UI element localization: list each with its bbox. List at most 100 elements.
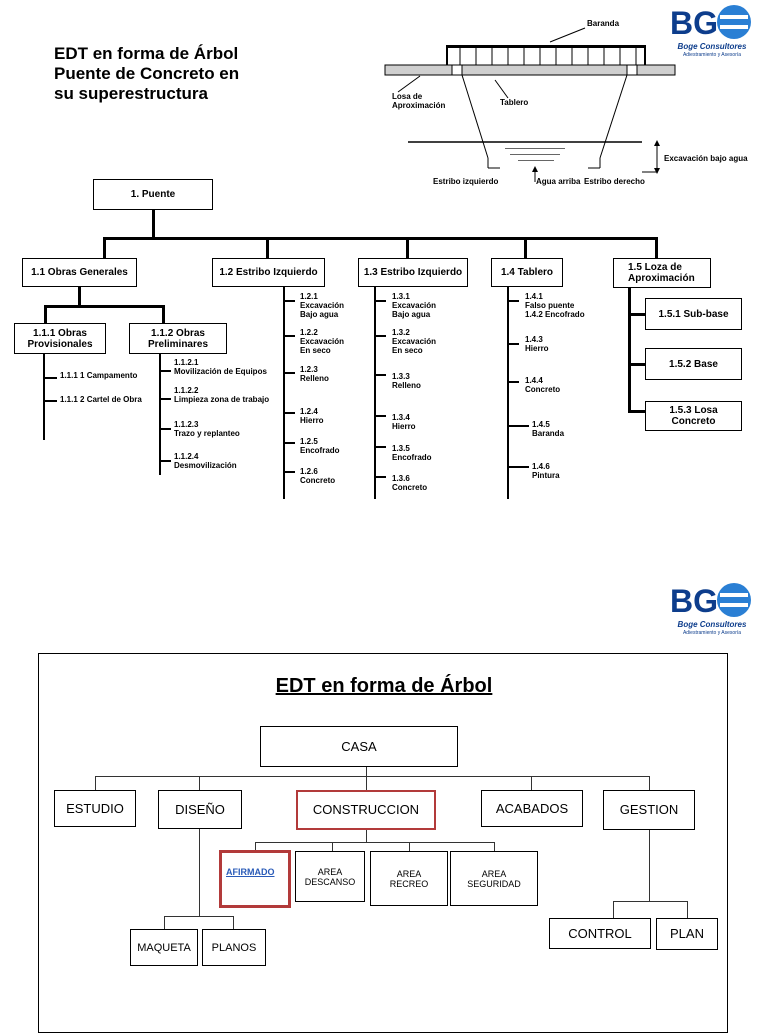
wbs-diseno: DISEÑO [158, 790, 242, 829]
connector [332, 842, 333, 851]
wbs-obras-preliminares: 1.1.2 Obras Preliminares [129, 323, 227, 354]
wbs-leaf: 1.2.2 Excavación En seco [300, 328, 345, 355]
logo-mark-icon: BG [670, 583, 751, 619]
connector [199, 829, 200, 917]
label-excavacion: Excavación bajo agua [664, 154, 748, 163]
connector [406, 237, 409, 259]
connector [283, 335, 295, 337]
connector [366, 830, 367, 842]
wbs-leaf: 1.2.4 Hierro [300, 407, 324, 425]
connector [283, 471, 295, 473]
connector [628, 410, 646, 413]
wbs-leaf: 1.4.4 Concreto [525, 376, 561, 394]
wbs-leaf: 1.2.6 Concreto [300, 467, 336, 485]
connector [374, 446, 386, 448]
bridge-diagram [384, 27, 676, 182]
wbs-frame [38, 653, 728, 1033]
connector [649, 776, 650, 790]
section-title: EDT en forma de Árbol [275, 675, 493, 697]
label-tablero: Tablero [500, 98, 529, 107]
wbs-leaf: 1.4.1 Falso puente 1.4.2 Encofrado [525, 292, 585, 319]
wbs-tablero: 1.4 Tablero [491, 258, 563, 287]
connector [374, 287, 376, 499]
label-baranda: Baranda [587, 19, 620, 28]
svg-text:BG: BG [670, 583, 718, 619]
company-logo: BG Boge Consultores Adiestramiento y Ase… [668, 580, 756, 638]
connector [44, 305, 47, 325]
logo-mark-icon: BG [670, 5, 751, 41]
connector [152, 210, 155, 240]
connector [374, 374, 386, 376]
connector [531, 776, 532, 790]
wbs-leaf: 1.1.2.4 Desmovilización [174, 452, 237, 470]
wbs-leaf: 1.1.2.1 Movilización de Equipos [174, 358, 267, 376]
wbs-control: CONTROL [549, 918, 651, 949]
wbs-area-recreo: AREA RECREO [370, 851, 448, 906]
connector [199, 776, 200, 790]
connector [507, 343, 519, 345]
connector [95, 776, 96, 790]
connector [164, 916, 234, 917]
connector [233, 916, 234, 930]
wbs-maqueta: MAQUETA [130, 929, 198, 966]
connector [95, 776, 650, 777]
connector [159, 354, 161, 475]
wbs-leaf: 1.4.3 Hierro [525, 335, 549, 353]
connector [494, 842, 495, 851]
connector [374, 476, 386, 478]
wbs-estribo-12: 1.2 Estribo Izquierdo [212, 258, 325, 287]
connector [103, 237, 658, 240]
connector [283, 300, 295, 302]
connector [524, 237, 527, 259]
wbs-loza: 1.5 Loza de Aproximación [613, 258, 711, 288]
wbs-leaf: 1.1.2.3 Trazo y replanteo [174, 420, 240, 438]
wbs-leaf: 1.4.6 Pintura [532, 462, 560, 480]
label-estribo-der: Estribo derecho [584, 177, 645, 186]
logo-name: Boge Consultores [677, 42, 747, 51]
wbs-leaf: 1.3.5 Encofrado [392, 444, 432, 462]
wbs-root-puente: 1. Puente [93, 179, 213, 210]
wbs-leaf: 1.3.1 Excavación Bajo agua [392, 292, 437, 319]
connector [507, 466, 529, 468]
connector [266, 237, 269, 259]
wbs-leaf: 1.4.5 Baranda [532, 420, 565, 438]
logo-tagline: Adiestramiento y Asesoría [682, 52, 742, 58]
wbs-obras-provisionales: 1.1.1 Obras Provisionales [14, 323, 106, 354]
page-title: EDT en forma de Árbol Puente de Concreto… [54, 44, 240, 103]
connector [159, 398, 171, 400]
connector [366, 767, 367, 777]
connector [255, 842, 495, 843]
logo-name: Boge Consultores [677, 620, 747, 629]
connector [283, 372, 295, 374]
connector [43, 377, 57, 379]
connector [44, 305, 164, 308]
wbs-leaf: 1.3.4 Hierro [392, 413, 416, 431]
connector [43, 354, 45, 440]
wbs-leaf: 1.3.2 Excavación En seco [392, 328, 437, 355]
connector [374, 300, 386, 302]
connector [507, 381, 519, 383]
wbs-leaf: 1.1.2.2 Limpieza zona de trabajo [174, 386, 270, 404]
connector [283, 412, 295, 414]
connector [255, 842, 256, 851]
wbs-area-seguridad: AREA SEGURIDAD [450, 851, 538, 906]
connector [159, 428, 171, 430]
connector [162, 305, 165, 325]
connector [159, 460, 171, 462]
wbs-root-casa: CASA [260, 726, 458, 767]
wbs-plan: PLAN [656, 918, 718, 950]
connector [613, 901, 614, 919]
wbs-leaf: 1.2.1 Excavación Bajo agua [300, 292, 345, 319]
connector [628, 313, 646, 316]
wbs-leaf: 1.3.6 Concreto [392, 474, 428, 492]
wbs-leaf: 1.3.3 Relleno [392, 372, 421, 390]
label-agua: Agua arriba [536, 177, 581, 186]
connector [374, 415, 386, 417]
wbs-leaf: 1.2.3 Relleno [300, 365, 329, 383]
wbs-planos: PLANOS [202, 929, 266, 966]
svg-text:BG: BG [670, 5, 718, 41]
wbs-estribo-13: 1.3 Estribo Izquierdo [358, 258, 468, 287]
wbs-gestion: GESTION [603, 790, 695, 830]
label-estribo-izq: Estribo izquierdo [433, 177, 499, 186]
wbs-base: 1.5.2 Base [645, 348, 742, 380]
